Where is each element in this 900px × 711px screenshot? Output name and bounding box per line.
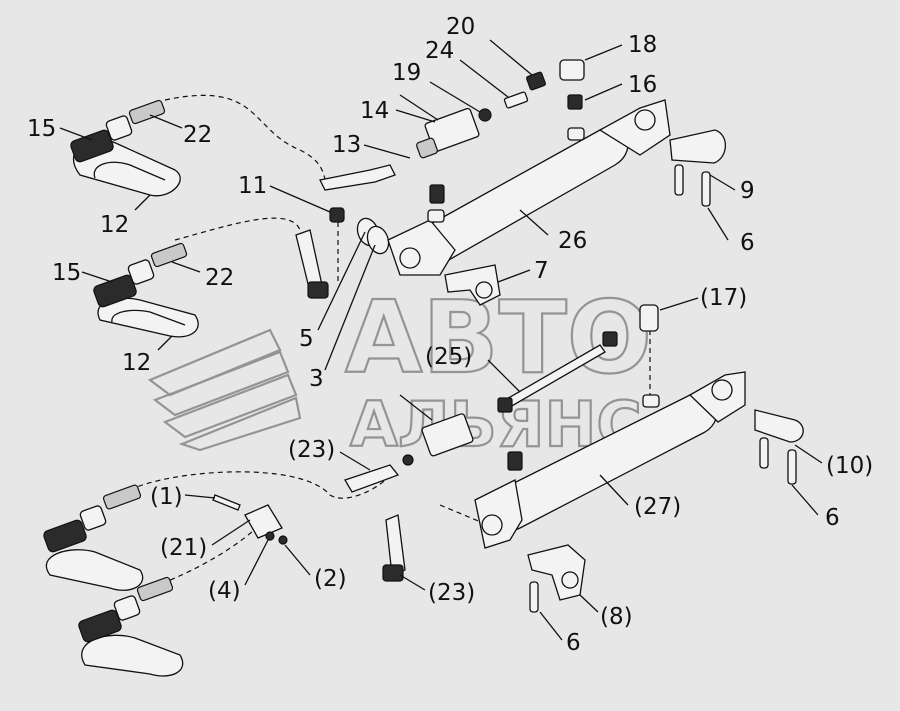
callout-4: (4): [208, 578, 241, 604]
callout-12-upper: 12: [100, 212, 129, 238]
watermark-emblem: [147, 328, 302, 452]
callout-13: 13: [332, 132, 361, 158]
callout-2: (2): [314, 566, 347, 592]
callout-16: 16: [628, 72, 657, 98]
small-parts-lower: [212, 494, 288, 545]
callout-27: (27): [634, 494, 681, 520]
callout-6-upper: 6: [740, 230, 755, 256]
callout-6-lower: 6: [566, 630, 581, 656]
callout-1: (1): [150, 484, 183, 510]
quick-coupler-lower-1: [43, 484, 144, 591]
callout-7: 7: [534, 258, 549, 284]
callout-15-upper: 15: [27, 116, 56, 142]
valve-assembly-lower: [344, 394, 474, 582]
watermark-line-1: АВТО: [345, 279, 652, 396]
callout-14: 14: [360, 98, 389, 124]
watermark-logo: АВТО АЛЬЯНС: [147, 278, 653, 462]
pins-upper: [444, 129, 727, 306]
callout-8: (8): [600, 604, 633, 630]
callout-15-middle: 15: [52, 260, 81, 286]
hydraulic-cylinder-27: [474, 371, 746, 549]
callout-9: 9: [740, 178, 755, 204]
callout-12-middle: 12: [122, 350, 151, 376]
callout-5: 5: [299, 326, 314, 352]
tube-25: [497, 304, 659, 413]
pins-lower: [527, 409, 804, 613]
callout-17: (17): [700, 285, 747, 311]
leader-lines: [59, 39, 823, 641]
valve-assembly-upper: [319, 59, 585, 191]
quick-coupler-middle: [93, 242, 199, 338]
callout-6-right: 6: [825, 505, 840, 531]
callout-22-middle: 22: [205, 265, 234, 291]
callout-labels: 15 22 12 15 22 12 13 14 19 24 20 18 16 1…: [27, 14, 873, 656]
callout-11: 11: [238, 173, 267, 199]
callout-19: 19: [392, 60, 421, 86]
fittings-upper: [295, 207, 390, 299]
callout-24: 24: [425, 38, 454, 64]
callout-20: 20: [446, 14, 475, 40]
callout-18: 18: [628, 32, 657, 58]
callout-3: 3: [309, 366, 324, 392]
callout-10: (10): [826, 453, 873, 479]
callout-22-upper: 22: [183, 122, 212, 148]
quick-coupler-lower-2: [78, 576, 184, 677]
callout-23-lower: (23): [428, 580, 475, 606]
hydraulic-cylinder-26: [387, 99, 671, 276]
callout-23-upper: (23): [288, 437, 335, 463]
callout-21: (21): [160, 535, 207, 561]
callout-26: 26: [558, 228, 587, 254]
quick-coupler-upper: [70, 99, 181, 197]
callout-25: (25): [425, 344, 472, 370]
